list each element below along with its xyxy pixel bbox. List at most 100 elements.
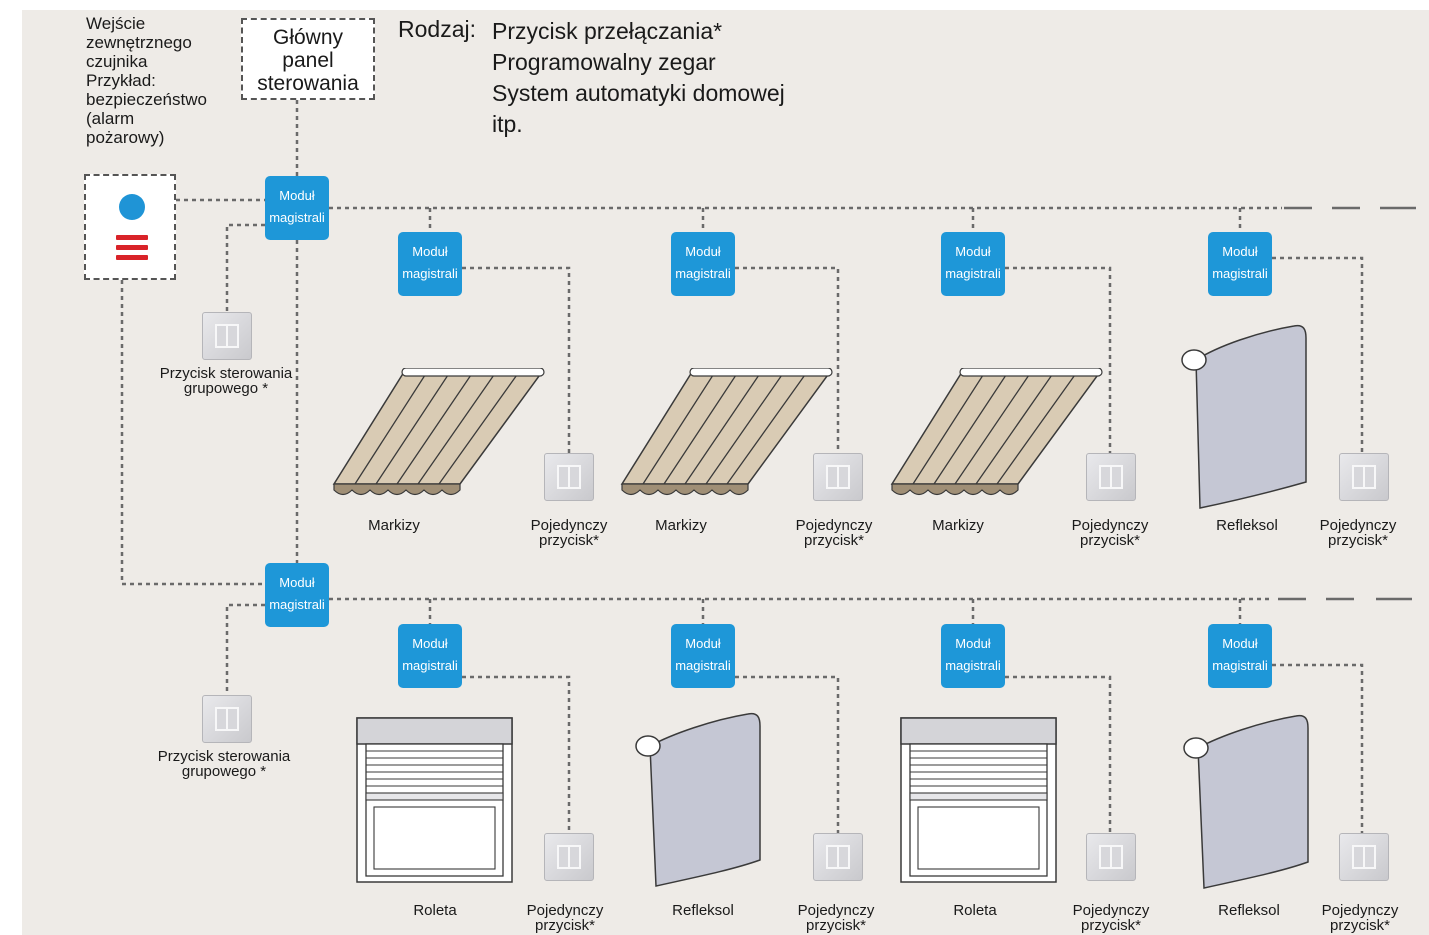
caption-line: Pojedynczy xyxy=(1319,517,1397,534)
device-label: Markizy xyxy=(368,517,420,534)
push-button-icon xyxy=(202,312,252,360)
module-label: magistrali xyxy=(402,658,458,673)
module-label: Moduł xyxy=(955,636,991,651)
awning-icon xyxy=(332,368,545,496)
alarm-sensor-icon xyxy=(84,174,176,280)
module-label: magistrali xyxy=(269,210,325,225)
module-label: magistrali xyxy=(675,266,731,281)
module-label: magistrali xyxy=(269,597,325,612)
device-label: Refleksol xyxy=(672,902,734,919)
type-item: itp. xyxy=(492,111,523,137)
type-item: Programowalny zegar xyxy=(492,49,716,75)
bus-module-main-bottom: Moduł magistrali xyxy=(265,563,329,627)
push-button-icon xyxy=(813,453,863,501)
module-label: magistrali xyxy=(945,266,1001,281)
push-button-icon xyxy=(1339,833,1389,881)
sensor-dot xyxy=(119,194,145,220)
device-label: Refleksol xyxy=(1218,902,1280,919)
caption-line: Pojedynczy xyxy=(530,517,608,534)
push-button-icon xyxy=(813,833,863,881)
module-label: Moduł xyxy=(279,575,315,590)
sensor-caption-line: pożarowy) xyxy=(86,128,165,147)
sensor-caption-line: Przykład: xyxy=(86,71,156,90)
push-button-icon xyxy=(1339,453,1389,501)
device-label: Markizy xyxy=(932,517,984,534)
push-button-icon xyxy=(202,695,252,743)
module-label: magistrali xyxy=(675,658,731,673)
module-label: Moduł xyxy=(412,636,448,651)
bus-module: Moduł magistrali xyxy=(671,232,735,296)
sensor-bar xyxy=(116,235,148,240)
caption-line: przycisk* xyxy=(1327,532,1388,549)
group-button-caption: Przycisk sterowania grupowego * xyxy=(112,366,340,396)
module-label: Moduł xyxy=(412,244,448,259)
bus-module: Moduł magistrali xyxy=(1208,232,1272,296)
push-button-icon xyxy=(544,453,594,501)
caption-line: Przycisk sterowania xyxy=(157,748,291,765)
panel-line: Główny xyxy=(272,26,344,49)
module-label: magistrali xyxy=(945,658,1001,673)
sensor-caption-line: czujnika xyxy=(86,52,148,71)
sensor-bar xyxy=(116,255,148,260)
type-item: System automatyki domowej xyxy=(492,80,785,106)
module-label: magistrali xyxy=(402,266,458,281)
sensor-bar xyxy=(116,245,148,250)
caption-line: Pojedynczy xyxy=(1072,902,1150,919)
module-label: magistrali xyxy=(1212,266,1268,281)
caption-line: przycisk* xyxy=(1080,917,1141,934)
push-button-icon xyxy=(1086,833,1136,881)
main-control-panel: Główny panel sterowania xyxy=(241,18,375,100)
caption-line: przycisk* xyxy=(803,532,864,549)
module-label: Moduł xyxy=(1222,636,1258,651)
caption-line: Pojedynczy xyxy=(1071,517,1149,534)
module-label: magistrali xyxy=(1212,658,1268,673)
sensor-caption-line: Wejście xyxy=(86,14,146,33)
module-label: Moduł xyxy=(955,244,991,259)
awning-icon xyxy=(620,368,833,496)
module-label: Moduł xyxy=(279,188,315,203)
push-button-icon xyxy=(544,833,594,881)
bus-module-main-top: Moduł magistrali xyxy=(265,176,329,240)
caption-line: przycisk* xyxy=(534,917,595,934)
sensor-caption-line: bezpieczeństwo xyxy=(86,90,207,109)
caption-line: przycisk* xyxy=(1079,532,1140,549)
caption-line: Przycisk sterowania xyxy=(159,365,293,382)
bus-module: Moduł magistrali xyxy=(398,624,462,688)
bus-module: Moduł magistrali xyxy=(1208,624,1272,688)
type-list: Przycisk przełączania* Programowalny zeg… xyxy=(492,16,785,140)
sensor-caption-line: (alarm xyxy=(86,109,135,128)
type-label: Rodzaj: xyxy=(398,16,476,42)
roller-shutter-icon xyxy=(900,717,1057,883)
caption-line: Pojedynczy xyxy=(797,902,875,919)
device-label: Roleta xyxy=(953,902,997,919)
caption-line: grupowego * xyxy=(183,380,269,397)
group-button-caption: Przycisk sterowania grupowego * xyxy=(110,749,338,779)
bus-module: Moduł magistrali xyxy=(671,624,735,688)
module-label: Moduł xyxy=(685,244,721,259)
bus-module: Moduł magistrali xyxy=(941,232,1005,296)
module-label: Moduł xyxy=(685,636,721,651)
bus-module: Moduł magistrali xyxy=(941,624,1005,688)
caption-line: Pojedynczy xyxy=(526,902,604,919)
device-label: Markizy xyxy=(655,517,707,534)
panel-line: panel xyxy=(282,49,334,72)
sensor-caption-line: zewnętrznego xyxy=(86,33,192,52)
caption-line: przycisk* xyxy=(538,532,599,549)
panel-line: sterowania xyxy=(257,72,359,95)
bus-module: Moduł magistrali xyxy=(398,232,462,296)
module-label: Moduł xyxy=(1222,244,1258,259)
caption-line: grupowego * xyxy=(181,763,267,780)
external-sensor-caption: Wejście zewnętrznego czujnika Przykład: … xyxy=(86,14,207,147)
caption-line: Pojedynczy xyxy=(795,517,873,534)
device-label: Refleksol xyxy=(1216,517,1278,534)
screen-blind-icon xyxy=(635,712,761,887)
screen-blind-icon xyxy=(1183,714,1309,889)
